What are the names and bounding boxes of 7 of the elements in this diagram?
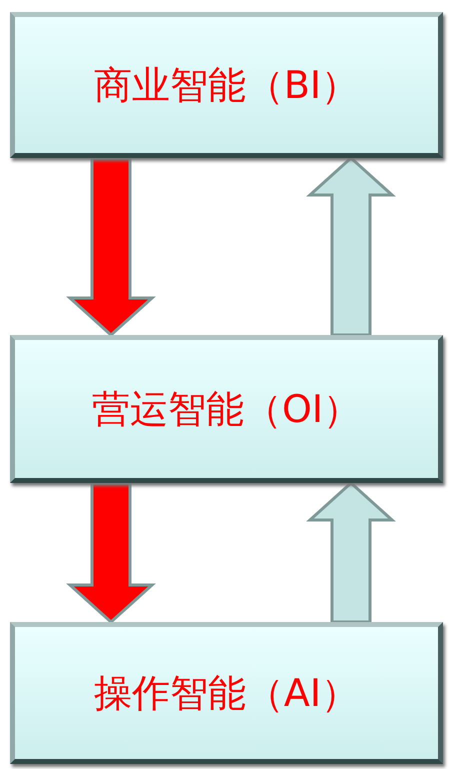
process-box: 商业智能（BI）	[10, 12, 443, 158]
block-arrow	[306, 156, 396, 336]
process-box: 营运智能（OI）	[10, 335, 443, 483]
block-arrow	[66, 156, 156, 338]
process-box: 操作智能（AI）	[10, 622, 443, 764]
block-arrow	[306, 480, 396, 624]
block-arrow	[66, 482, 156, 624]
